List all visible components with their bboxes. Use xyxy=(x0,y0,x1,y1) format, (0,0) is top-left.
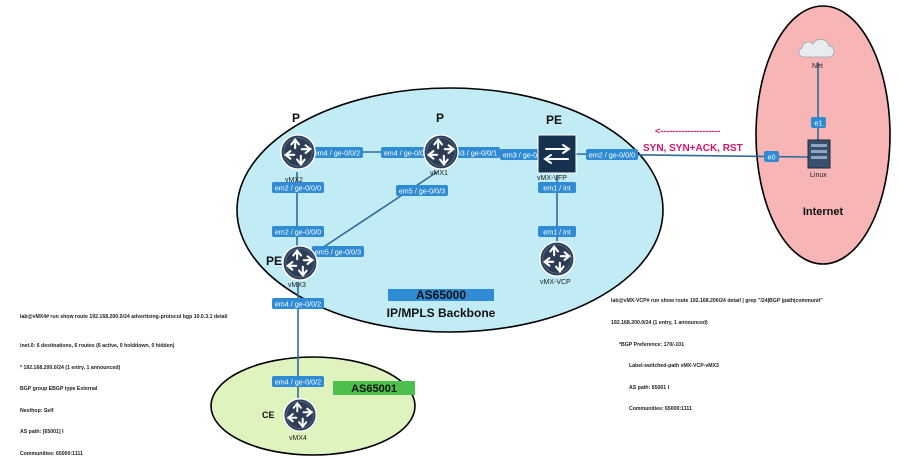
backbone-label: AS65000 IP/MPLS Backbone xyxy=(387,288,496,320)
node-vmx-vcp[interactable]: vMX-VCP xyxy=(538,240,576,286)
internet-label: Internet xyxy=(803,206,844,218)
if-label-vmx3-north: em2 / ge-0/0/0 xyxy=(272,226,324,237)
cli-line: * 192.168.200.0/24 (1 entry, 1 announced… xyxy=(20,364,121,371)
node-label: vMX4 xyxy=(289,435,307,442)
node-label: vMX-VCP xyxy=(540,279,571,286)
node-vmx2[interactable]: vMX2 P xyxy=(279,111,317,184)
node-label: Net xyxy=(812,63,823,70)
cli-line: 192.168.200.0/24 (1 entry, 1 announced) xyxy=(611,320,708,327)
cli-line: *BGP Preference: 170/-101 xyxy=(619,341,685,348)
cloud-icon[interactable] xyxy=(798,38,835,58)
node-role-label: P xyxy=(292,111,300,125)
if-label-vmx2-south: em2 / ge-0/0/0 xyxy=(272,182,324,193)
cli-prompt: lab@vMX-VCP# run show route 192.168.200/… xyxy=(611,298,823,305)
internet-region xyxy=(755,5,891,265)
router-icon[interactable] xyxy=(282,397,318,433)
svg-text:IP/MPLS Backbone: IP/MPLS Backbone xyxy=(387,306,496,320)
if-label-vmx1-east: em3 / ge-0/0/1 xyxy=(448,147,500,158)
flow-label: SYN, SYN+ACK, RST xyxy=(643,143,743,154)
router-icon[interactable] xyxy=(281,244,319,282)
node-role-label: PE xyxy=(546,113,562,127)
svg-text:em1 / int: em1 / int xyxy=(543,184,571,193)
if-label-vcp-int: em1 / int xyxy=(538,226,576,237)
if-label-vfp-int: em1 / int xyxy=(538,182,576,193)
if-label-linux-e0: e0 xyxy=(764,151,779,162)
cli-line: Nexthop: Self xyxy=(20,407,54,414)
cli-line: AS path: [65001] I xyxy=(20,429,64,436)
node-label: vMX-VFP xyxy=(537,175,567,182)
node-vmx-vfp[interactable]: vMX-VFP PE xyxy=(537,113,577,182)
node-label: vMX3 xyxy=(288,282,306,289)
node-role-label: PE xyxy=(266,254,282,268)
svg-text:em1 / int: em1 / int xyxy=(543,228,571,237)
node-role-label: P xyxy=(436,111,444,125)
svg-text:e0: e0 xyxy=(768,153,776,162)
node-vmx3[interactable]: vMX3 PE xyxy=(266,244,319,289)
svg-text:em5 / ge-0/0/3: em5 / ge-0/0/3 xyxy=(399,187,445,196)
node-vmx1[interactable]: vMX1 P xyxy=(422,111,460,177)
cli-line: Communities: 65000:1111 xyxy=(20,451,83,458)
cli-line: inet.0: 6 destinations, 6 routes (6 acti… xyxy=(20,343,175,350)
customer-label: AS65001 xyxy=(333,381,415,395)
svg-text:em3 / ge-0/0/1: em3 / ge-0/0/1 xyxy=(503,151,549,160)
if-label-vmx1-west: em4 / ge-0/0/2 xyxy=(381,147,433,158)
if-label-vmx4-north: em4 / ge-0/0/2 xyxy=(272,376,324,387)
svg-text:em3 / ge-0/0/1: em3 / ge-0/0/1 xyxy=(451,149,497,158)
svg-text:em4 / ge-0/0/2: em4 / ge-0/0/2 xyxy=(314,149,360,158)
svg-text:AS65000: AS65000 xyxy=(416,288,466,302)
svg-text:em5 / ge-0/0/3: em5 / ge-0/0/3 xyxy=(315,248,361,257)
if-label-linux-e1: e1 xyxy=(811,117,826,128)
if-label-vmx3-east: em5 / ge-0/0/3 xyxy=(312,246,364,257)
cli-line: BGP group EBGP type External xyxy=(20,386,98,393)
node-linux[interactable]: Linux xyxy=(807,139,831,179)
svg-text:em2 / ge-0/0/0: em2 / ge-0/0/0 xyxy=(275,228,321,237)
switch-icon[interactable] xyxy=(537,134,577,174)
if-label-vmx2-east: em4 / ge-0/0/2 xyxy=(311,147,363,158)
svg-text:e1: e1 xyxy=(815,119,823,128)
flow-arrow: <-------------------- xyxy=(655,126,720,136)
svg-text:em2 / ge-0/0/0: em2 / ge-0/0/0 xyxy=(589,151,635,160)
svg-text:em4 / ge-0/0/2: em4 / ge-0/0/2 xyxy=(275,300,321,309)
router-icon[interactable] xyxy=(422,133,460,171)
server-icon[interactable] xyxy=(807,139,831,169)
node-net[interactable]: Net xyxy=(798,38,835,70)
svg-text:em2 / ge-0/0/0: em2 / ge-0/0/0 xyxy=(275,184,321,193)
node-vmx4[interactable]: vMX4 CE xyxy=(262,397,318,442)
if-label-vmx3-south: em4 / ge-0/0/2 xyxy=(272,298,324,309)
cli-line: Label-switched-path vMX-VCP-vMX3 xyxy=(629,363,719,370)
node-label: Linux xyxy=(810,172,827,179)
node-role-label: CE xyxy=(262,410,275,420)
cli-output-vmx-vcp: lab@vMX-VCP# run show route 192.168.200/… xyxy=(611,284,823,421)
if-label-vmx1-south: em5 / ge-0/0/3 xyxy=(396,185,448,196)
cli-line: AS path: 65001 I xyxy=(629,384,670,391)
router-icon[interactable] xyxy=(538,240,576,278)
cli-prompt: lab@vMX4# run show route 192.168.200.0/2… xyxy=(20,314,228,321)
svg-text:em4 / ge-0/0/2: em4 / ge-0/0/2 xyxy=(384,149,430,158)
node-label: vMX1 xyxy=(430,170,448,177)
cli-output-vmx4: lab@vMX4# run show route 192.168.200.0/2… xyxy=(20,300,227,465)
node-label: vMX2 xyxy=(285,177,303,184)
cli-line: Communities: 65000:1111 xyxy=(629,406,692,413)
if-label-vfp-east: em2 / ge-0/0/0 xyxy=(586,149,638,160)
svg-text:em4 / ge-0/0/2: em4 / ge-0/0/2 xyxy=(275,378,321,387)
router-icon[interactable] xyxy=(279,133,317,171)
svg-text:AS65001: AS65001 xyxy=(351,383,397,395)
